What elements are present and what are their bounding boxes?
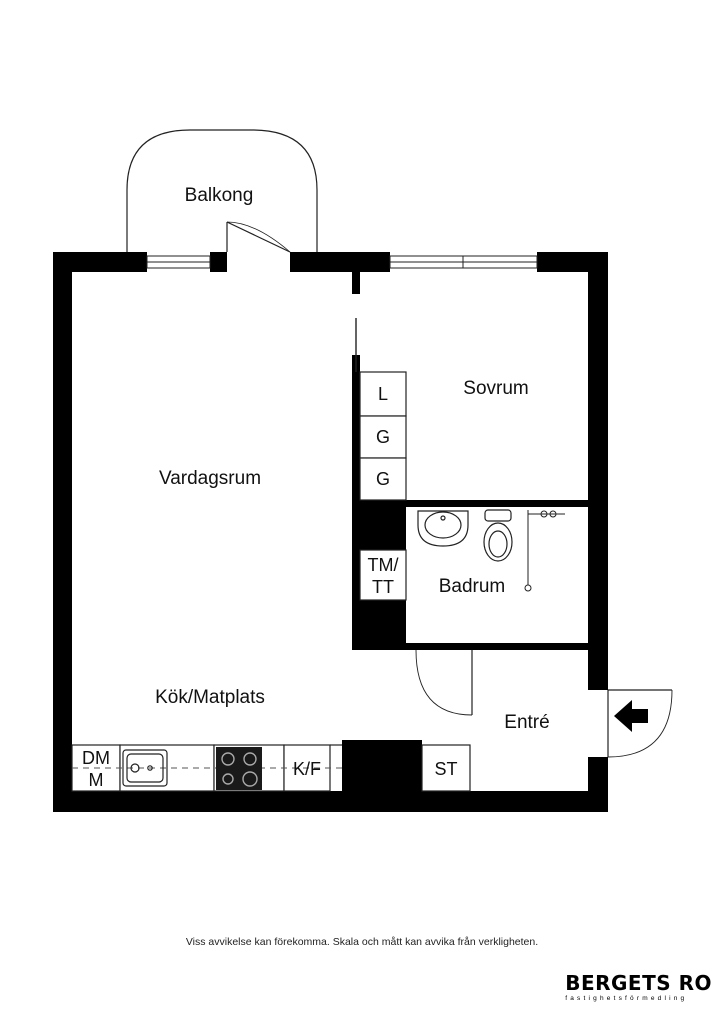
entrance-arrow-icon xyxy=(614,700,648,732)
toilet xyxy=(483,509,513,562)
room-label-bathroom: Badrum xyxy=(439,576,506,597)
interior-walls xyxy=(342,272,588,792)
brand-logo: BERGETS RO fastighetsförmedling xyxy=(565,972,712,1003)
room-label-living-room: Vardagsrum xyxy=(159,468,261,489)
balcony-door xyxy=(226,221,291,253)
room-label-balcony: Balkong xyxy=(185,185,254,206)
bathroom-door xyxy=(415,649,473,716)
bathroom-sink xyxy=(417,510,469,547)
shower xyxy=(524,510,565,592)
room-label-kitchen: Kök/Matplats xyxy=(155,687,265,708)
kitchen-sink xyxy=(122,749,168,787)
balcony-outline xyxy=(126,129,318,252)
window-living xyxy=(146,255,211,269)
window-bedroom xyxy=(389,255,538,269)
dishwasher-label-line2: M xyxy=(89,770,104,790)
washer-label-line1: TM/ xyxy=(368,555,399,575)
fridge-label: K/F xyxy=(293,759,321,779)
exterior-walls xyxy=(53,252,608,812)
stove xyxy=(216,747,262,790)
wardrobe-l-label: L xyxy=(378,384,388,404)
disclaimer-text: Viss avvikelse kan förekomma. Skala och … xyxy=(185,936,539,948)
entrance-door xyxy=(607,689,673,758)
wardrobes xyxy=(359,371,407,501)
brand-tagline: fastighetsförmedling xyxy=(565,995,688,1002)
washer-label-line2: TT xyxy=(372,577,394,597)
wardrobe-g1-label: G xyxy=(376,427,390,447)
brand-name: BERGETS RO xyxy=(565,971,712,995)
room-label-entrance: Entré xyxy=(504,712,549,733)
washer-dryer xyxy=(359,549,407,601)
room-label-bedroom: Sovrum xyxy=(463,378,528,399)
dishwasher-label-line1: DM xyxy=(82,748,110,768)
wardrobe-g2-label: G xyxy=(376,469,390,489)
storage-label: ST xyxy=(434,759,457,779)
storage-box xyxy=(421,744,471,792)
